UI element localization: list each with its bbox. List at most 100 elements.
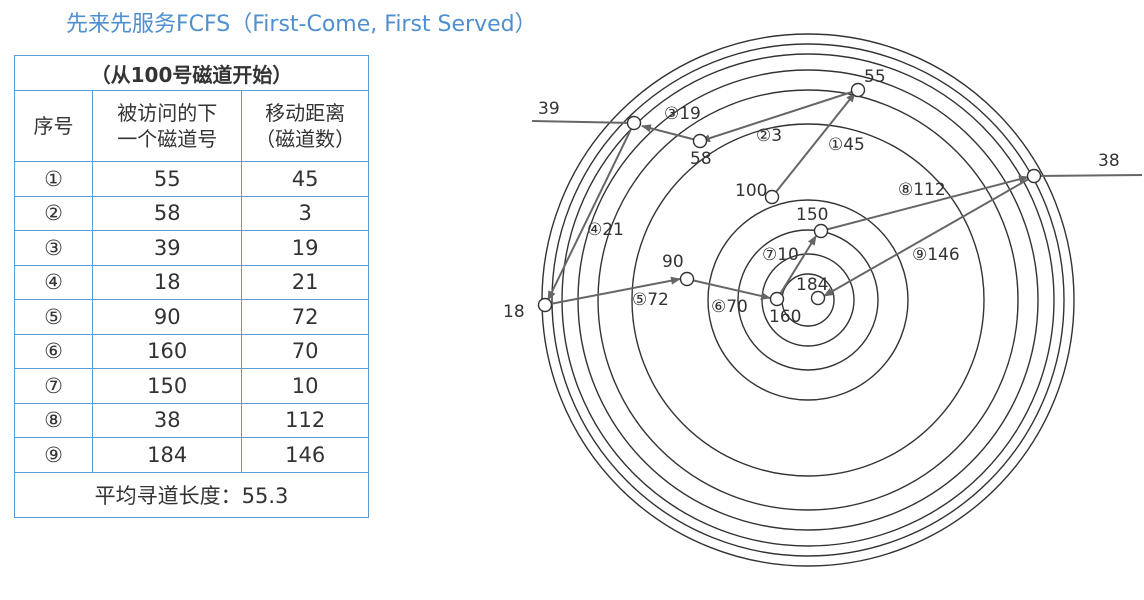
- cell-track: 39: [92, 230, 243, 266]
- move-arrow-7: [776, 235, 817, 300]
- node-track-160: [769, 291, 785, 307]
- move-label-9: ⑨146: [912, 245, 960, 265]
- cell-index: ②: [13, 195, 94, 231]
- move-arrow-9: [823, 175, 1035, 297]
- move-label-3: ③19: [664, 104, 701, 124]
- cell-index: ⑥: [13, 333, 94, 369]
- track-rings: [541, 33, 1075, 567]
- node-track-58: [692, 133, 708, 149]
- table-header-row: 序号 被访问的下 一个磁道号 移动距离 （磁道数）: [13, 90, 369, 162]
- header-next-track-line2: 一个磁道号: [117, 127, 218, 151]
- table-footer-row: 平均寻道长度：55.3: [14, 471, 369, 518]
- move-label-5: ⑤72: [632, 290, 669, 310]
- label-track-100: 100: [735, 181, 767, 201]
- cell-index: ⑧: [13, 402, 94, 438]
- label-track-184: 184: [796, 275, 828, 295]
- cell-distance: 70: [241, 333, 369, 369]
- ring-6: [631, 123, 985, 477]
- label-track-18: 18: [503, 302, 525, 322]
- node-track-100: [764, 189, 780, 205]
- ring-outer-3: [561, 53, 1055, 547]
- cell-index: ④: [13, 264, 94, 300]
- cell-index: ①: [13, 161, 94, 197]
- label-track-58: 58: [690, 149, 712, 169]
- cell-track: 55: [92, 161, 243, 197]
- ring-7: [707, 199, 909, 401]
- node-track-90: [679, 271, 695, 287]
- header-distance-line2: （磁道数）: [255, 127, 356, 151]
- label-track-160: 160: [769, 307, 801, 327]
- move-arrow-4: [547, 122, 635, 301]
- cell-distance: 21: [241, 264, 369, 300]
- cell-distance: 10: [241, 368, 369, 404]
- ring-9: [761, 253, 855, 347]
- cell-distance: 72: [241, 299, 369, 335]
- header-index-line: 序号: [33, 114, 74, 138]
- cell-distance: 3: [241, 195, 369, 231]
- node-track-18: [537, 297, 553, 313]
- node-track-38: [1026, 168, 1042, 184]
- cell-track: 38: [92, 402, 243, 438]
- cell-index: ⑤: [13, 299, 94, 335]
- cell-track: 90: [92, 299, 243, 335]
- cell-track: 184: [92, 437, 243, 473]
- track-labels: 100 55 58 39 18 90 160 150 38 184: [503, 67, 1120, 327]
- head-line-38: [1033, 174, 1143, 177]
- cell-distance: 112: [241, 402, 369, 438]
- header-next-track-line1: 被访问的下: [117, 101, 218, 125]
- cell-track: 150: [92, 368, 243, 404]
- track-nodes: [537, 82, 1042, 313]
- move-label-1: ①45: [828, 135, 865, 155]
- cell-track: 18: [92, 264, 243, 300]
- label-track-39: 39: [538, 99, 560, 119]
- move-label-2: ②3: [756, 126, 782, 146]
- head-line-39: [531, 120, 635, 124]
- node-track-184: [810, 290, 826, 306]
- node-track-55: [850, 82, 866, 98]
- average-seek-length: 平均寻道长度：55.3: [14, 471, 369, 518]
- move-label-6: ⑥70: [711, 297, 748, 317]
- move-arrow-6: [686, 278, 771, 300]
- cell-distance: 19: [241, 230, 369, 266]
- header-next-track: 被访问的下 一个磁道号: [92, 90, 243, 162]
- move-label-8: ⑧112: [898, 180, 946, 200]
- move-arrow-3: [641, 124, 701, 142]
- cell-index: ③: [13, 230, 94, 266]
- move-arrow-8: [820, 175, 1029, 232]
- node-track-39: [626, 115, 642, 131]
- cell-index: ⑦: [13, 368, 94, 404]
- header-distance: 移动距离 （磁道数）: [241, 90, 369, 162]
- disk-track-diagram: 100 55 58 39 18 90 160 150 38 184 ①45 ②3…: [503, 33, 1143, 567]
- label-track-38: 38: [1098, 151, 1120, 171]
- move-arrow-2: [700, 89, 859, 143]
- ring-8: [737, 229, 879, 371]
- header-distance-line1: 移动距离: [265, 101, 346, 125]
- header-index: 序号: [13, 90, 94, 162]
- move-arrow-1: [771, 92, 856, 198]
- cell-distance: 45: [241, 161, 369, 197]
- cell-distance: 146: [241, 437, 369, 473]
- label-track-55: 55: [864, 67, 886, 87]
- table-caption: （从100号磁道开始）: [14, 55, 369, 91]
- ring-outer-1: [541, 33, 1075, 567]
- cell-index: ⑨: [13, 437, 94, 473]
- ring-5: [597, 89, 1019, 511]
- node-track-150: [813, 223, 829, 239]
- label-track-90: 90: [662, 252, 684, 272]
- cell-track: 160: [92, 333, 243, 369]
- seek-arrows: [544, 89, 1035, 306]
- move-label-4: ④21: [587, 220, 624, 240]
- move-labels: ①45 ②3 ③19 ④21 ⑤72 ⑥70 ⑦10 ⑧112 ⑨146: [587, 104, 960, 317]
- cell-track: 58: [92, 195, 243, 231]
- ring-4: [577, 69, 1039, 531]
